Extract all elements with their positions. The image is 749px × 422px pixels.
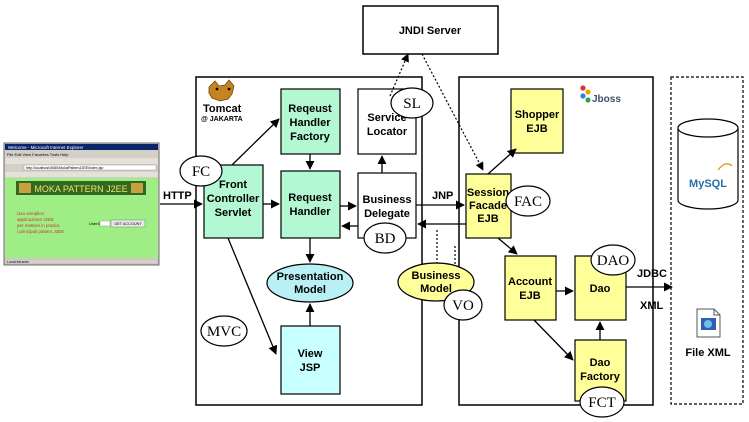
tag-fct-label: FCT [588, 395, 616, 411]
rh-line-1: Request [288, 192, 332, 204]
browser-body-line-2: applicazione J2EE [17, 217, 54, 222]
tomcat-logo-text: Tomcat [203, 103, 242, 115]
sf-to-shopper-arrow [487, 148, 517, 175]
tag-fc: FC [179, 155, 223, 187]
jboss-logo-text: Jboss [592, 94, 621, 105]
xml-label: XML [640, 300, 664, 312]
browser-button-label: GET ACCOUNT [114, 222, 142, 226]
browser-banner: MOKA PATTERN J2EE [34, 184, 127, 194]
sf-line-3: EJB [477, 213, 498, 225]
tag-bd-label: BD [375, 231, 396, 247]
account-ejb-box: Account EJB [504, 255, 557, 321]
rhf-line-2: Handler [290, 117, 332, 129]
daof-line-2: Factory [580, 371, 621, 383]
tag-bd: BD [363, 222, 407, 254]
browser-body-line-1: Uso semplice [17, 211, 45, 216]
jdbc-label: JDBC [637, 268, 667, 280]
rhf-line-3: Factory [290, 131, 331, 143]
pm-line-1: Presentation [277, 271, 344, 283]
browser-status: Local intranet [7, 260, 29, 264]
front-controller-line-1: Front [219, 179, 247, 191]
tag-sl-label: SL [403, 96, 421, 112]
view-line-2: JSP [300, 362, 321, 374]
browser-address: http://localhost:8080/MokaPatternJ2EE/in… [26, 166, 103, 170]
tag-fc-label: FC [192, 164, 210, 180]
fcs-to-view-arrow [227, 237, 278, 355]
browser-title: Welcome - Microsoft Internet Explorer [8, 145, 84, 150]
account-to-daof-arrow [533, 319, 574, 361]
pm-line-2: Model [294, 284, 326, 296]
connectors [160, 118, 673, 361]
browser-userid-input [99, 220, 111, 227]
presentation-model-ellipse: Presentation Model [266, 263, 354, 303]
tag-mvc: MVC [200, 315, 248, 347]
account-line-1: Account [508, 276, 552, 288]
sf-line-1: Session [467, 187, 509, 199]
browser-get-account-button [110, 219, 146, 228]
jnp-label: JNP [432, 190, 453, 202]
rhf-line-1: Reqeust [288, 103, 332, 115]
browser-address-bar [23, 164, 157, 171]
bm-line-2: Model [420, 283, 452, 295]
tag-dao-label: DAO [597, 253, 630, 269]
tag-vo-label: VO [452, 298, 474, 314]
tag-fac: FAC [505, 185, 551, 217]
sf-line-2: Facade [469, 200, 507, 212]
view-jsp-box: View JSP [280, 325, 341, 395]
tomcat-logo-sub: @ JAKARTA [201, 116, 243, 123]
daof-line-1: Dao [590, 357, 611, 369]
browser-title-bar [5, 144, 158, 150]
tag-dao: DAO [590, 244, 636, 276]
account-line-2: EJB [519, 290, 540, 302]
xml-file-icon [696, 308, 721, 338]
request-handler-factory-box: Reqeust Handler Factory [280, 88, 341, 155]
shopper-ejb-box: Shopper EJB [510, 88, 564, 154]
shopper-line-2: EJB [526, 123, 547, 135]
front-controller-line-2: Controller [207, 193, 260, 205]
browser-body-line-4: i principali pattern J2EE [17, 229, 64, 234]
jndi-to-sf-dotted [421, 53, 484, 171]
dao-line-1: Dao [590, 283, 611, 295]
jboss-logo: Jboss [580, 85, 621, 105]
sf-to-account-arrow [497, 237, 518, 255]
sl-line-1: Service [367, 112, 406, 124]
browser-field-label: UserID [89, 221, 102, 226]
tag-fct: FCT [579, 386, 625, 418]
view-line-1: View [298, 348, 323, 360]
rh-line-2: Handler [290, 206, 332, 218]
browser-toolbar [5, 158, 158, 164]
jndi-server-label: JNDI Server [399, 25, 462, 37]
bd-line-2: Delegate [364, 208, 410, 220]
http-label: HTTP [163, 190, 192, 202]
bd-line-1: Business [363, 194, 412, 206]
jndi-server-box: JNDI Server [362, 5, 499, 55]
tag-fac-label: FAC [514, 194, 542, 210]
front-controller-line-3: Servlet [215, 207, 252, 219]
bm-line-1: Business [412, 270, 461, 282]
tag-mvc-label: MVC [207, 324, 241, 340]
fcs-to-rhf-arrow [231, 118, 280, 166]
tag-vo: VO [443, 289, 483, 321]
mysql-database-icon: MySQL [677, 118, 739, 210]
browser-body-line-3: per mettere in pratica [17, 223, 60, 228]
browser-window: Welcome - Microsoft Internet Explorer Fi… [3, 142, 160, 266]
tag-sl: SL [390, 87, 434, 119]
request-handler-box: Request Handler [280, 170, 341, 239]
session-facade-ejb-box: Session Facade EJB [465, 173, 512, 239]
tomcat-logo: Tomcat @ JAKARTA [201, 79, 243, 123]
mysql-label: MySQL [689, 178, 727, 190]
shopper-line-1: Shopper [515, 109, 560, 121]
browser-menu: File Edit View Favorites Tools Help [7, 152, 69, 157]
sl-line-2: Locator [367, 126, 408, 138]
file-xml-label: File XML [685, 347, 731, 359]
